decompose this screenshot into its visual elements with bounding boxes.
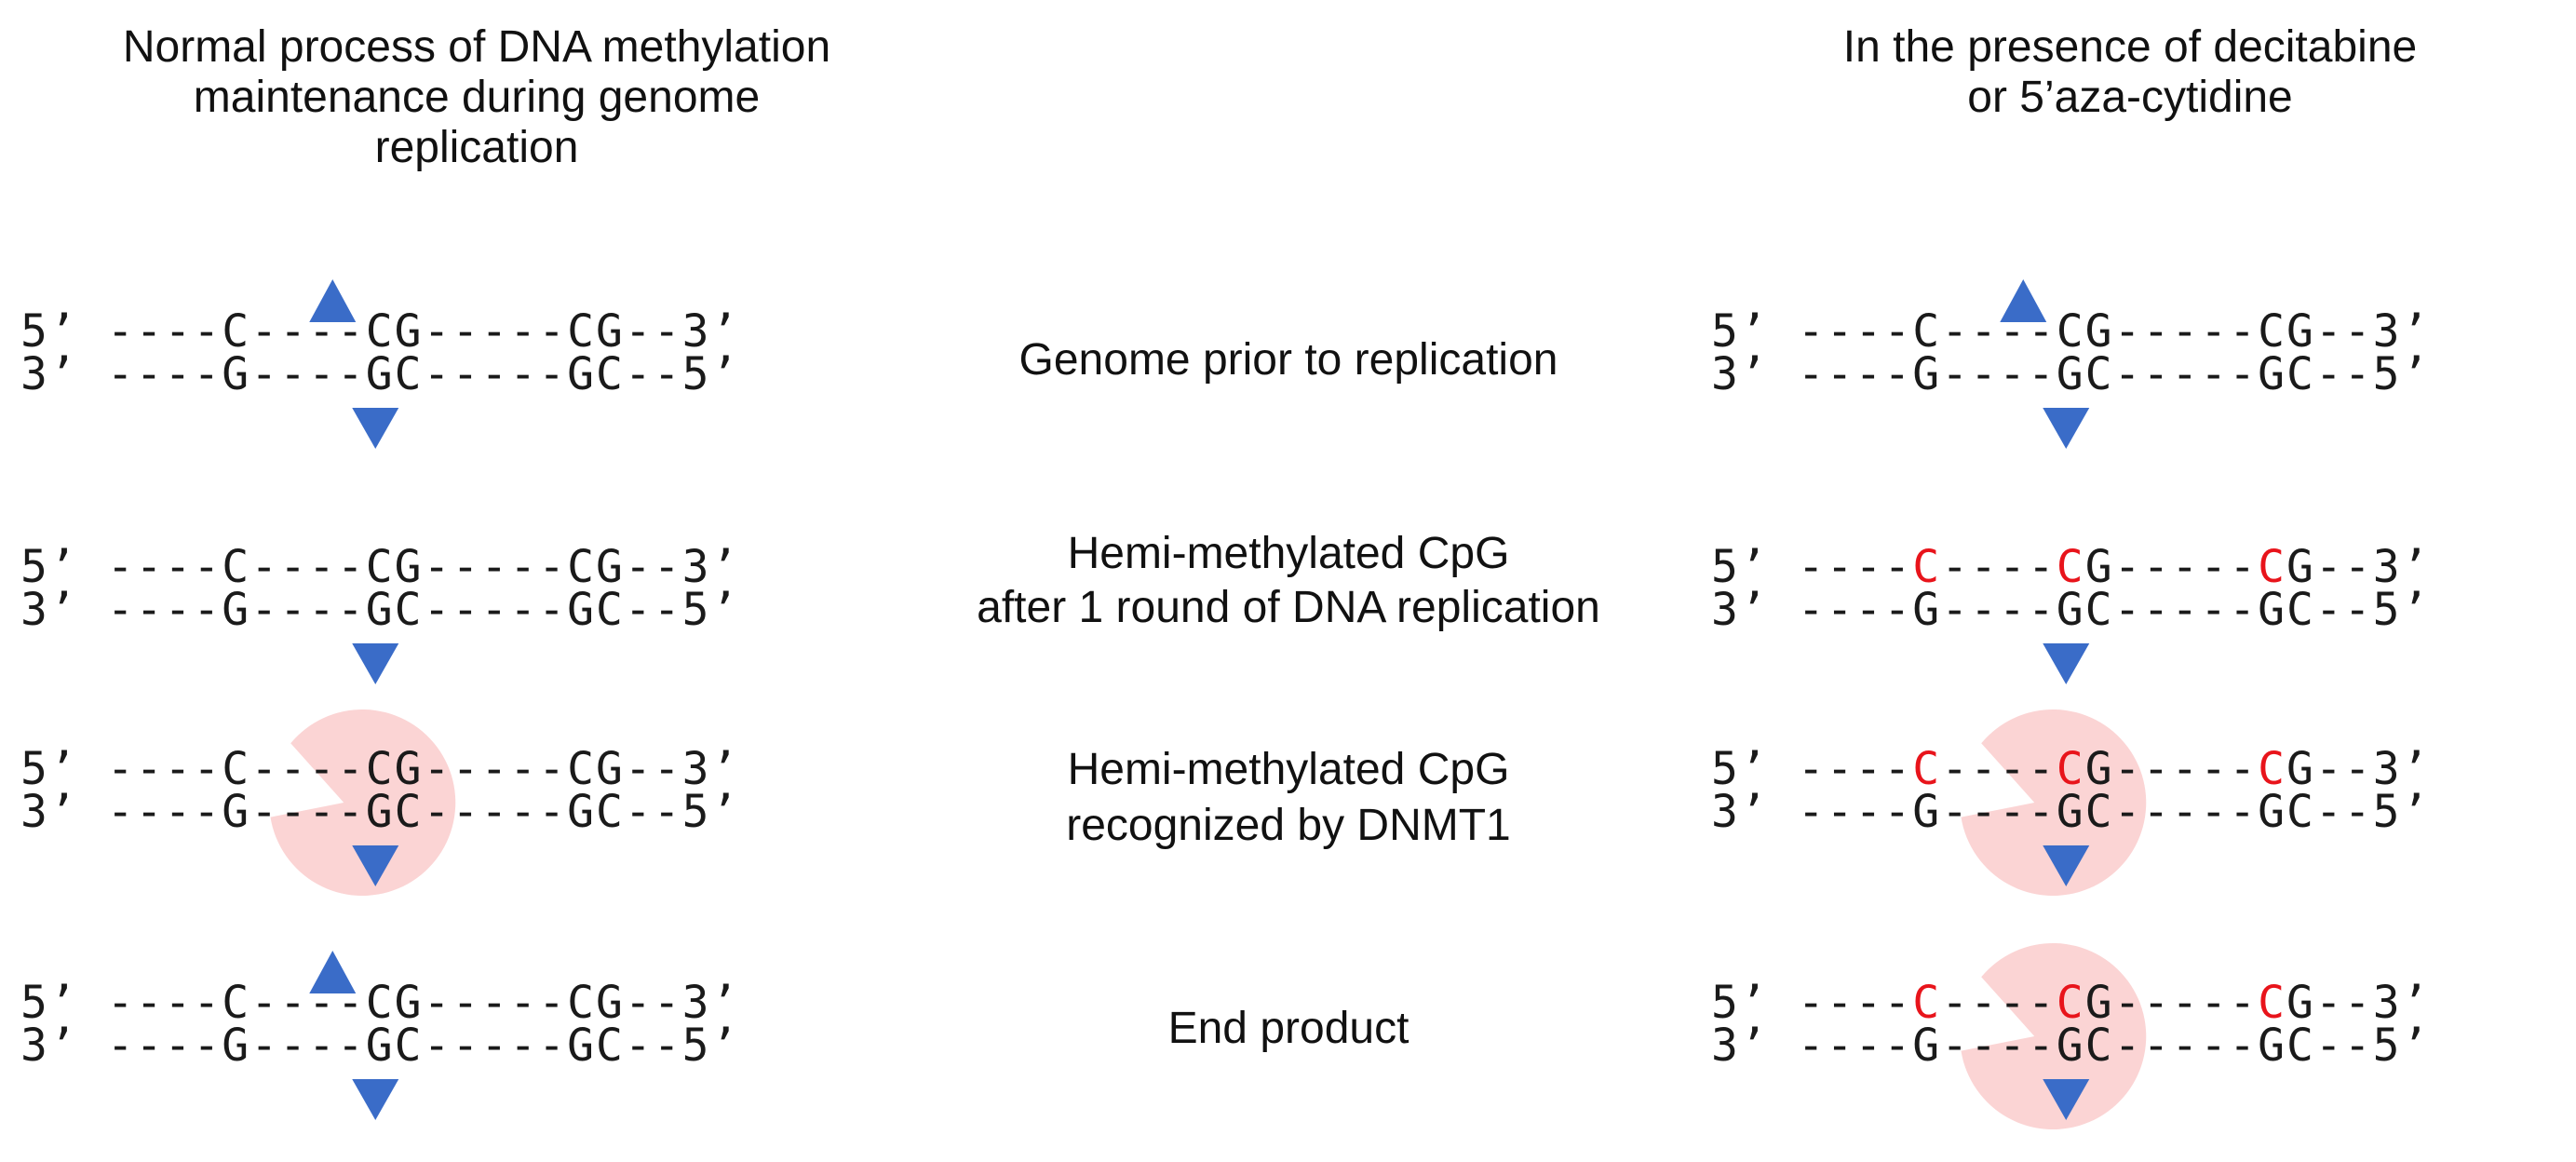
strand-3-prime: 3’ ----G----GC-----GC--5’ [20,1020,739,1072]
strand-seg: G----- [2085,743,2258,795]
strand-3-prime: 3’ ----G----GC-----GC--5’ [1711,786,2430,838]
strand-seg: ---- [1941,541,2057,593]
methyl-mark-down [352,1079,399,1120]
strand-seg: 5’ ----C----CG-----CG--3’ [20,541,739,593]
strand-5-prime: 5’ ----C----CG-----CG--3’ [20,977,739,1029]
strand-5-prime: 5’ ----C----CG-----CG--3’ [1711,541,2431,593]
methyl-mark-down [2043,1079,2090,1120]
step-label-2: recognized by DNMT1 [1066,801,1511,850]
aza-base: C [2258,743,2286,795]
strand-seg: G--3’ [2286,743,2431,795]
strand-seg: G----- [2085,541,2258,593]
strand-5-prime: 5’ ----C----CG-----CG--3’ [20,541,739,593]
dnmt1-enzyme [1961,942,2147,1129]
right-duplex-1: 5’ ----C----CG-----CG--3’3’ ----G----GC-… [1711,541,2431,684]
strand-seg: G--3’ [2286,977,2431,1029]
header-decitabine-line: In the presence of decitabine [1843,22,2417,72]
strand-seg: ---- [1941,743,2057,795]
methyl-mark-up [2000,279,2047,322]
strand-seg: 5’ ----C----CG-----CG--3’ [20,977,739,1029]
aza-base: C [2258,977,2286,1029]
aza-base: C [2057,977,2085,1029]
strand-5-prime: 5’ ----C----CG-----CG--3’ [1711,977,2431,1029]
strand-5-prime: 5’ ----C----CG-----CG--3’ [20,743,739,795]
header-decitabine-line: or 5’aza-cytidine [1967,73,2293,122]
step-label-1: Hemi-methylated CpG [1068,529,1510,578]
left-duplex-0: 5’ ----C----CG-----CG--3’3’ ----G----GC-… [20,279,739,449]
steps: 5’ ----C----CG-----CG--3’3’ ----G----GC-… [20,279,2431,1129]
header-normal-process: Normal process of DNA methylationmainten… [123,22,830,172]
right-duplex-2: 5’ ----C----CG-----CG--3’3’ ----G----GC-… [1711,709,2431,896]
methyl-mark-up [309,951,357,993]
aza-base: C [2057,743,2085,795]
strand-seg: 5’ ---- [1711,743,1912,795]
strand-3-prime: 3’ ----G----GC-----GC--5’ [20,786,739,838]
aza-base: C [2258,541,2286,593]
strand-seg: ---- [1941,977,2057,1029]
strand-seg: 5’ ----C----CG-----CG--3’ [20,305,739,358]
methyl-mark-up [309,279,357,322]
step-label-1: after 1 round of DNA replication [977,583,1600,632]
aza-base: C [1912,541,1941,593]
strand-5-prime: 5’ ----C----CG-----CG--3’ [1711,305,2430,358]
methyl-mark-down [2043,845,2090,886]
header-normal-line: maintenance during genome [194,73,760,122]
dnmt1-enzyme [1961,709,2147,896]
strand-seg: 5’ ---- [1711,977,1912,1029]
dnmt1-enzyme [270,709,456,896]
strand-3-prime: 3’ ----G----GC-----GC--5’ [1711,1020,2430,1072]
methyl-mark-down [352,845,399,886]
left-duplex-3: 5’ ----C----CG-----CG--3’3’ ----G----GC-… [20,951,739,1120]
strand-3-prime: 3’ ----G----GC-----GC--5’ [1711,348,2430,400]
strand-seg: G--3’ [2286,541,2431,593]
strand-seg: G----- [2085,977,2258,1029]
strand-seg: 5’ ---- [1711,541,1912,593]
right-duplex-3: 5’ ----C----CG-----CG--3’3’ ----G----GC-… [1711,942,2431,1129]
aza-base: C [2057,541,2085,593]
methyl-mark-down [352,408,399,449]
strand-5-prime: 5’ ----C----CG-----CG--3’ [20,305,739,358]
strand-5-prime: 5’ ----C----CG-----CG--3’ [1711,743,2431,795]
methyl-mark-down [2043,643,2090,684]
strand-3-prime: 3’ ----G----GC-----GC--5’ [20,348,739,400]
right-duplex-0: 5’ ----C----CG-----CG--3’3’ ----G----GC-… [1711,279,2430,449]
strand-seg: 5’ ----C----CG-----CG--3’ [20,743,739,795]
aza-base: C [1912,743,1941,795]
left-duplex-2: 5’ ----C----CG-----CG--3’3’ ----G----GC-… [20,709,739,896]
strand-3-prime: 3’ ----G----GC-----GC--5’ [20,584,739,636]
step-label-0: Genome prior to replication [1019,335,1558,385]
aza-base: C [1912,977,1941,1029]
methyl-mark-down [2043,408,2090,449]
step-label-3: End product [1168,1004,1409,1053]
header-normal-line: Normal process of DNA methylation [123,22,830,72]
left-duplex-1: 5’ ----C----CG-----CG--3’3’ ----G----GC-… [20,541,739,684]
strand-3-prime: 3’ ----G----GC-----GC--5’ [1711,584,2430,636]
methyl-mark-down [352,643,399,684]
header-normal-line: replication [375,123,579,172]
strand-seg: 5’ ----C----CG-----CG--3’ [1711,305,2430,358]
step-label-2: Hemi-methylated CpG [1068,745,1510,794]
